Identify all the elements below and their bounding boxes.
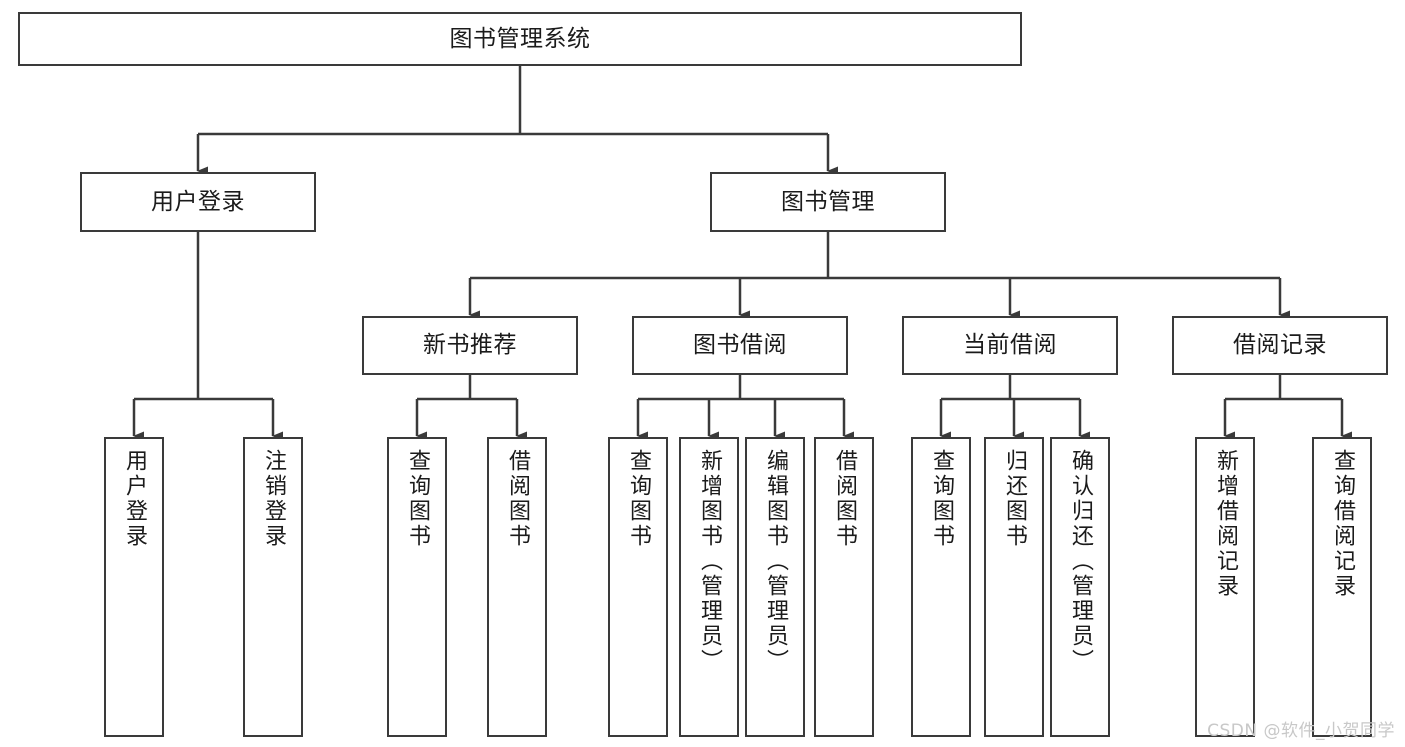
leaf-user-login[interactable]: 用户登录 (104, 437, 164, 737)
node-label: 查询图书 (929, 449, 954, 549)
node-label: 注销登录 (261, 449, 286, 549)
leaf-query-borrowing-record[interactable]: 查询借阅记录 (1312, 437, 1372, 737)
node-current-borrowing[interactable]: 当前借阅 (902, 316, 1118, 375)
leaf-borrow-book-recommendation[interactable]: 借阅图书 (487, 437, 547, 737)
node-label: 图书管理系统 (449, 25, 591, 52)
node-label: 查询借阅记录 (1330, 449, 1355, 599)
csdn-watermark: CSDN @软件_小贺同学 (1207, 721, 1395, 741)
node-label: 用户登录 (122, 449, 147, 549)
node-label: 借阅图书 (505, 449, 530, 549)
leaf-return-book[interactable]: 归还图书 (984, 437, 1044, 737)
node-label: 新增图书（管理员） (697, 449, 722, 674)
node-borrowing-record[interactable]: 借阅记录 (1172, 316, 1388, 375)
leaf-edit-book-admin[interactable]: 编辑图书（管理员） (745, 437, 805, 737)
node-label: 新书推荐 (423, 332, 517, 359)
leaf-query-book-borrowing[interactable]: 查询图书 (608, 437, 668, 737)
leaf-logout[interactable]: 注销登录 (243, 437, 303, 737)
leaf-confirm-return-admin[interactable]: 确认归还（管理员） (1050, 437, 1110, 737)
node-label: 图书借阅 (693, 332, 787, 359)
node-label: 新增借阅记录 (1213, 449, 1238, 599)
node-label: 归还图书 (1002, 449, 1027, 549)
leaf-add-book-admin[interactable]: 新增图书（管理员） (679, 437, 739, 737)
node-label: 查询图书 (405, 449, 430, 549)
node-label: 借阅记录 (1233, 332, 1327, 359)
leaf-query-book-recommendation[interactable]: 查询图书 (387, 437, 447, 737)
leaf-add-borrowing-record[interactable]: 新增借阅记录 (1195, 437, 1255, 737)
node-book-management[interactable]: 图书管理 (710, 172, 946, 232)
leaf-query-book-current[interactable]: 查询图书 (911, 437, 971, 737)
node-label: 编辑图书（管理员） (763, 449, 788, 674)
node-label: 当前借阅 (963, 332, 1057, 359)
node-book-borrowing[interactable]: 图书借阅 (632, 316, 848, 375)
leaf-borrow-book-borrowing[interactable]: 借阅图书 (814, 437, 874, 737)
node-new-book-recommendation[interactable]: 新书推荐 (362, 316, 578, 375)
node-label: 用户登录 (151, 188, 245, 215)
node-root-book-management-system[interactable]: 图书管理系统 (18, 12, 1022, 66)
node-user-login[interactable]: 用户登录 (80, 172, 316, 232)
node-label: 图书管理 (781, 188, 875, 215)
node-label: 查询图书 (626, 449, 651, 549)
node-label: 借阅图书 (832, 449, 857, 549)
node-label: 确认归还（管理员） (1068, 449, 1093, 674)
